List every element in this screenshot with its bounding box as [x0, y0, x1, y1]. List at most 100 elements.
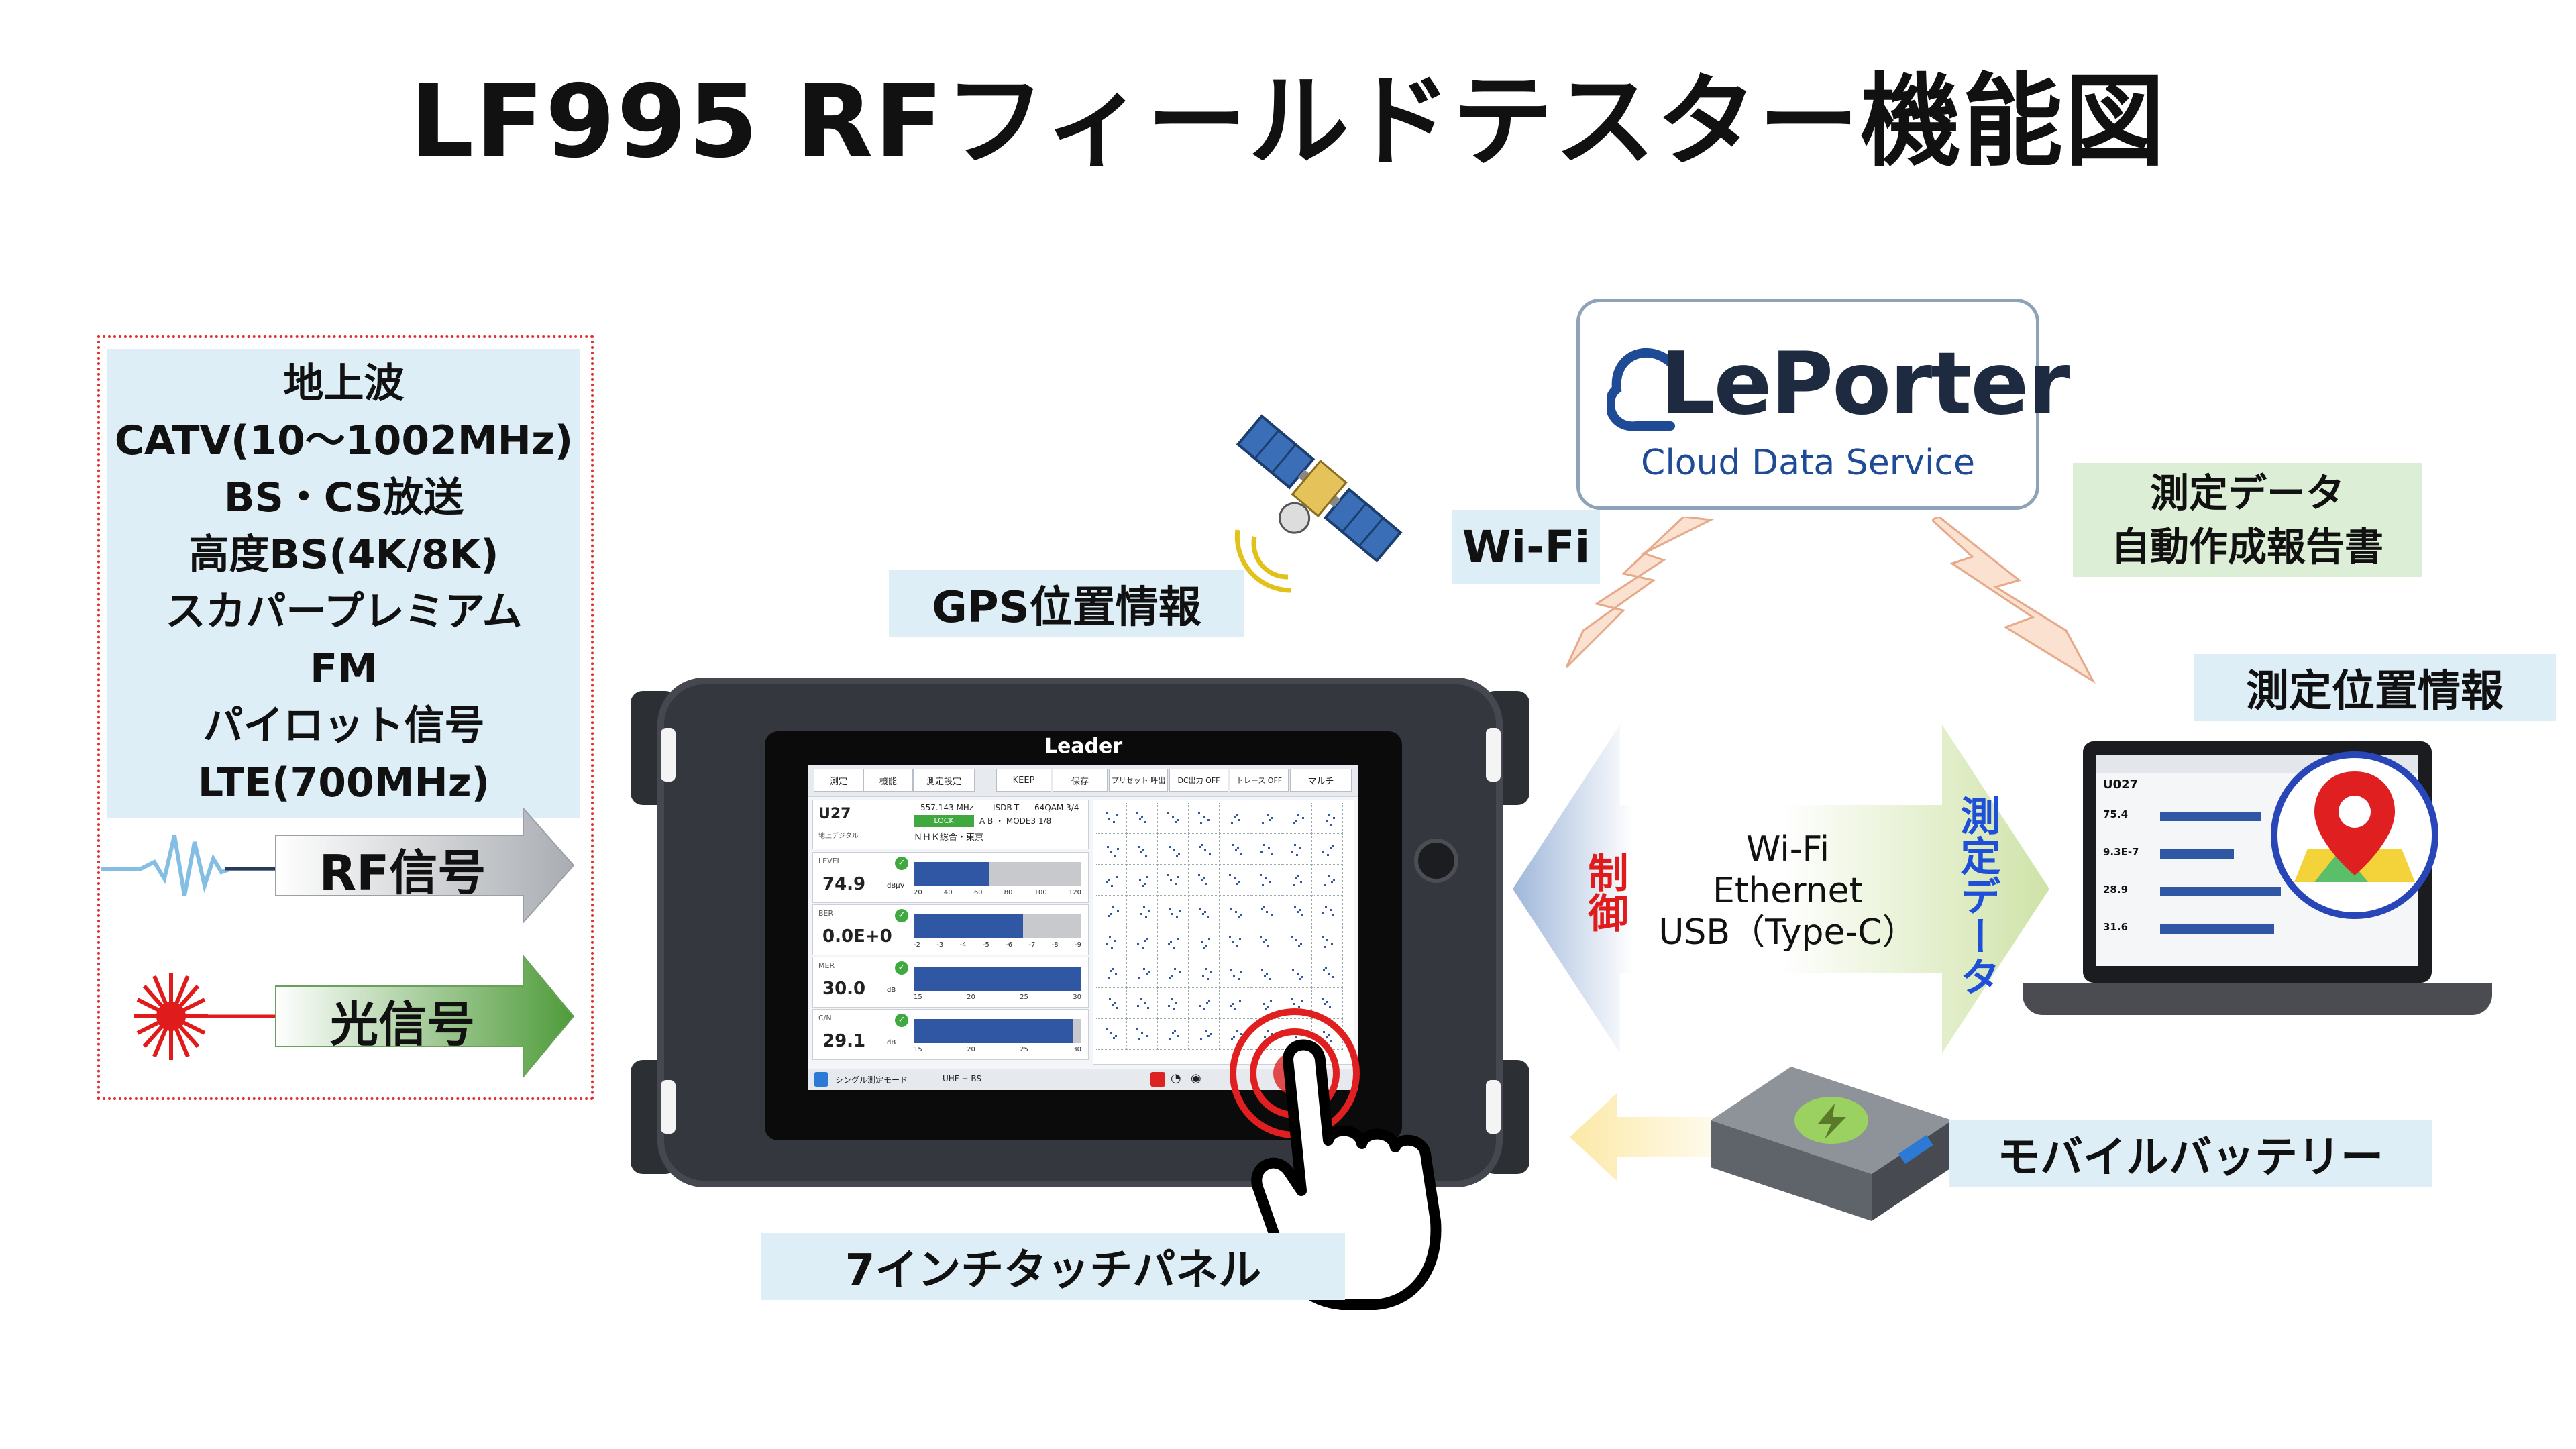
constellation-point — [1171, 913, 1173, 915]
constellation-point — [1148, 910, 1150, 912]
laptop-value: 75.4 — [2103, 808, 2129, 820]
scale-tick-label: 30 — [1073, 1046, 1081, 1053]
constellation-cell — [1312, 834, 1343, 865]
report-line: 自動作成報告書 — [2110, 524, 2383, 570]
constellation-point — [1302, 817, 1304, 819]
constellation-point — [1230, 1005, 1232, 1007]
wifi-icon: ◔ — [1171, 1071, 1181, 1085]
constellation-cell — [1220, 803, 1250, 834]
constellation-cell — [1250, 803, 1281, 834]
constellation-point — [1322, 936, 1324, 938]
constellation-cell — [1158, 926, 1189, 957]
interface-item: Ethernet — [1713, 871, 1863, 911]
signal-panel-border — [97, 335, 594, 1100]
constellation-point — [1143, 968, 1145, 970]
multi-button[interactable]: マルチ — [1290, 769, 1352, 792]
constellation-point — [1331, 881, 1333, 883]
constellation-point — [1292, 969, 1294, 971]
constellation-point — [1322, 998, 1324, 1000]
scale-tick-label: 120 — [1068, 889, 1081, 896]
measurement-unit: dB — [887, 1039, 896, 1046]
level-bar-fill — [914, 914, 1023, 938]
constellation-point — [1297, 814, 1299, 816]
constellation-point — [1269, 819, 1271, 821]
constellation-point — [1233, 975, 1235, 977]
check-icon: ✓ — [895, 961, 908, 975]
constellation-grid[interactable] — [1093, 800, 1354, 1065]
constellation-point — [1294, 906, 1296, 908]
constellation-point — [1112, 1004, 1114, 1006]
constellation-point — [1291, 998, 1293, 1000]
constellation-point — [1204, 911, 1206, 913]
constellation-point — [1265, 1008, 1267, 1010]
rf-wave-icon — [101, 835, 282, 896]
keep-button[interactable]: KEEP — [996, 769, 1051, 792]
save-button[interactable]: 保存 — [1053, 769, 1108, 792]
constellation-point — [1240, 1033, 1242, 1035]
constellation-point — [1262, 822, 1264, 824]
constellation-point — [1116, 876, 1118, 878]
constellation-point — [1271, 1033, 1273, 1035]
signal-item: CATV(10～1002MHz) — [114, 417, 574, 464]
constellation-point — [1147, 1007, 1149, 1009]
tab-function[interactable]: 機能 — [863, 769, 913, 792]
constellation-cell — [1127, 926, 1158, 957]
constellation-cell — [1158, 865, 1189, 896]
laptop-channel: U027 — [2103, 777, 2139, 792]
constellation-point — [1177, 876, 1179, 878]
scale-tick-label: -8 — [1051, 941, 1059, 949]
constellation-point — [1332, 976, 1334, 978]
constellation-point — [1296, 854, 1298, 856]
scale-tick-label: 15 — [914, 994, 922, 1001]
dc-output-button[interactable]: DC出力 OFF — [1169, 769, 1228, 792]
level-bar-fill — [914, 967, 1081, 991]
optical-arrow — [275, 954, 575, 1079]
rf-signal-label: RF信号 — [319, 845, 486, 901]
constellation-point — [1167, 874, 1169, 876]
constellation-point — [1173, 849, 1175, 851]
control-label: 制御 — [1581, 852, 1628, 932]
constellation-cell — [1312, 896, 1343, 926]
constellation-point — [1169, 908, 1171, 910]
constellation-point — [1299, 909, 1301, 911]
measurement-row[interactable]: BER 0.0E+0 ✓ -2-3-4-5-6-7-8-9 — [812, 904, 1089, 955]
channel-panel: U27 地上デジタル 557.143 MHz ISDB-T 64QAM 3/4 … — [812, 800, 1089, 849]
constellation-point — [1169, 977, 1171, 979]
constellation-point — [1260, 936, 1262, 938]
constellation-point — [1171, 998, 1173, 1000]
measurement-value: 30.0 — [822, 979, 866, 999]
constellation-point — [1300, 943, 1302, 945]
constellation-cell — [1096, 896, 1127, 926]
constellation-point — [1209, 853, 1211, 855]
constellation-point — [1146, 938, 1148, 940]
measurement-unit: dBμV — [887, 882, 905, 890]
constellation-point — [1301, 914, 1303, 916]
preset-button[interactable]: プリセット 呼出 — [1109, 769, 1168, 792]
tab-settings[interactable]: 測定設定 — [913, 769, 975, 792]
battery-label: モバイルバッテリー — [1949, 1120, 2432, 1187]
constellation-point — [1167, 812, 1169, 814]
brand-logo: Leader — [1044, 735, 1123, 758]
screen-icon[interactable] — [814, 1072, 828, 1087]
lock-badge: LOCK — [914, 815, 974, 827]
constellation-point — [1298, 1006, 1300, 1008]
constellation-point — [1297, 911, 1299, 913]
constellation-point — [1229, 936, 1231, 938]
constellation-point — [1240, 853, 1242, 855]
trace-button[interactable]: トレース OFF — [1230, 769, 1289, 792]
camera-lens — [1414, 839, 1458, 883]
measurement-value: 74.9 — [822, 874, 866, 894]
constellation-point — [1110, 851, 1112, 853]
constellation-point — [1110, 913, 1112, 915]
constellation-point — [1301, 976, 1303, 978]
constellation-cell — [1189, 865, 1220, 896]
constellation-point — [1260, 851, 1263, 853]
tab-measure[interactable]: 測定 — [814, 769, 863, 792]
constellation-point — [1261, 969, 1263, 971]
constellation-point — [1207, 916, 1209, 918]
